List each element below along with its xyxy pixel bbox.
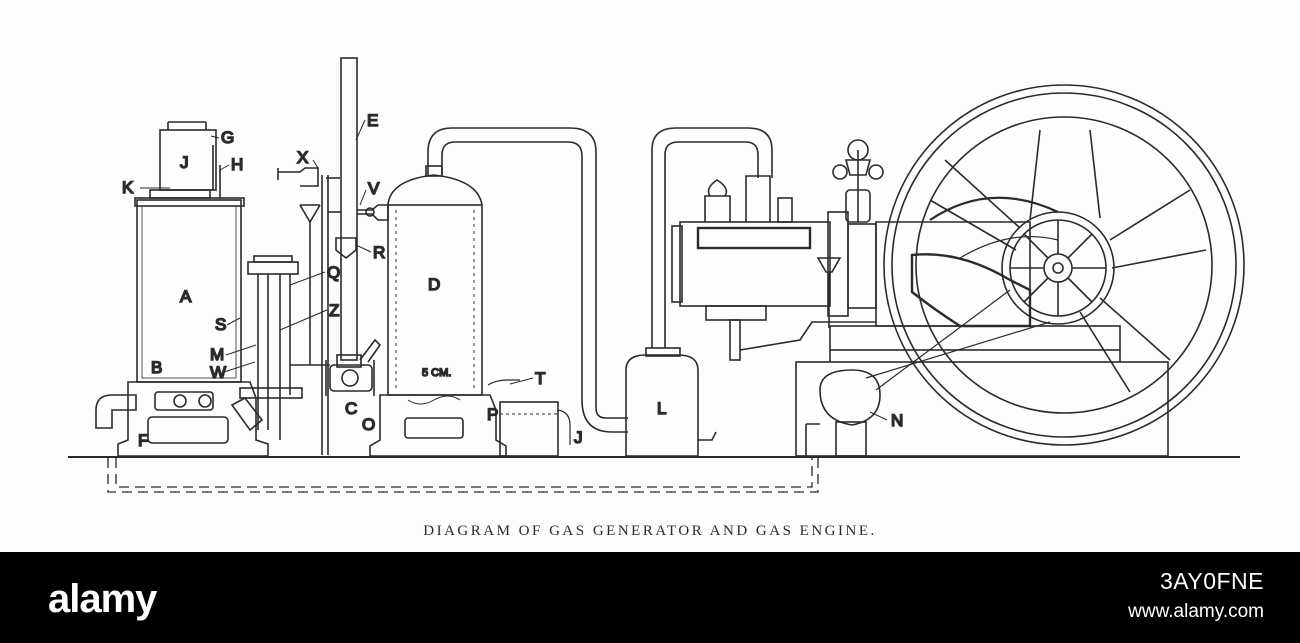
base-f xyxy=(95,381,269,457)
tank-j xyxy=(487,379,571,457)
label-o: O xyxy=(362,415,375,434)
gas-generator-diagram: A B C D E F G H J J K L M N O P Q R S T … xyxy=(68,57,1245,493)
label-w: W xyxy=(210,363,226,382)
pipe-d-to-l xyxy=(427,127,628,433)
label-c: C xyxy=(345,399,357,418)
pipe-e xyxy=(336,57,382,368)
label-b: B xyxy=(151,358,162,377)
generator-a xyxy=(134,121,245,383)
label-h: H xyxy=(231,155,243,174)
label-s: S xyxy=(215,315,226,334)
label-g: G xyxy=(221,128,234,147)
label-l: L xyxy=(657,399,666,418)
label-q: Q xyxy=(327,263,340,282)
label-j-top: J xyxy=(180,153,189,172)
valve-c xyxy=(325,360,375,396)
label-m: M xyxy=(210,345,224,364)
oil-funnel xyxy=(739,257,876,351)
label-k: K xyxy=(122,178,134,197)
diagram-canvas: A B C D E F G H J J K L M N O P Q R S T … xyxy=(68,57,1245,539)
watermark-bar xyxy=(0,552,1300,643)
label-e: E xyxy=(367,111,378,130)
label-z: Z xyxy=(329,301,339,320)
pipe-l-to-engine xyxy=(651,127,773,348)
gas-bag-l xyxy=(625,347,717,457)
svg-text:alamy: alamy xyxy=(48,577,158,621)
crank-wheel xyxy=(929,196,1115,325)
label-f: F xyxy=(138,431,148,450)
label-p: P xyxy=(487,405,498,424)
dashed-underground-pipe xyxy=(107,458,819,493)
label-r: R xyxy=(373,243,385,262)
flywheel xyxy=(883,84,1245,446)
label-a: A xyxy=(180,287,192,306)
label-j-bottom: J xyxy=(574,428,583,447)
label-d: D xyxy=(428,275,440,294)
leader-lines xyxy=(140,119,888,421)
label-n: N xyxy=(891,411,903,430)
scrubber-d xyxy=(369,165,507,457)
label-scale: 5 CM. xyxy=(422,367,451,379)
column-assembly xyxy=(230,175,330,455)
image-id: 3AY0FNE xyxy=(1159,568,1264,594)
diagram-caption: DIAGRAM OF GAS GENERATOR AND GAS ENGINE. xyxy=(423,523,877,539)
label-v: V xyxy=(368,179,380,198)
alamy-logo: alamy xyxy=(48,577,159,621)
engine-frame xyxy=(795,221,1169,457)
label-x: X xyxy=(297,148,308,167)
label-t: T xyxy=(535,369,545,388)
watermark-url: www.alamy.com xyxy=(1128,601,1264,622)
governor xyxy=(832,139,884,223)
pump-n xyxy=(805,289,1051,457)
